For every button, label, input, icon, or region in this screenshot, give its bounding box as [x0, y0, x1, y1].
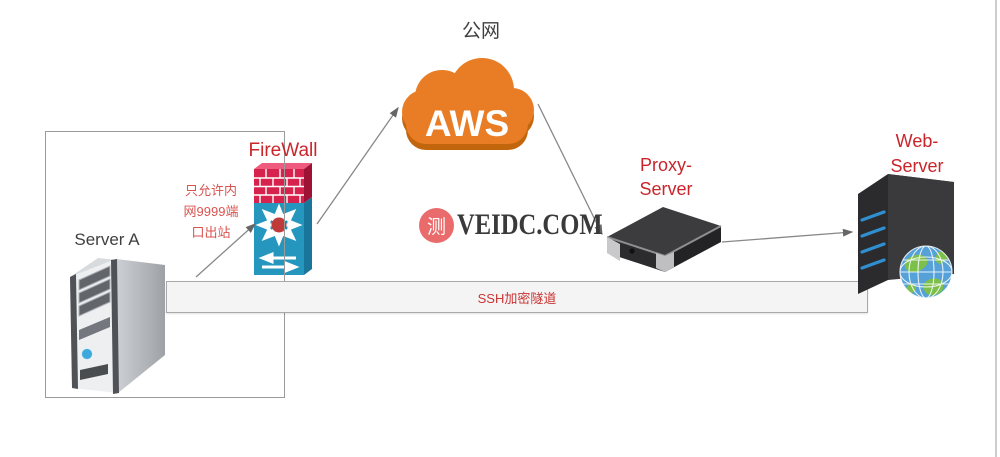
- arrow-proxy-to-webserver: [721, 228, 854, 243]
- ssh-tunnel-label: SSH加密隧道: [477, 290, 557, 306]
- web-label-line: Web-: [895, 131, 939, 151]
- proxy-label-line: Proxy-: [639, 155, 692, 175]
- server-a-tower-icon: [70, 258, 165, 394]
- watermark-badge: 测: [419, 208, 454, 243]
- globe-icon: [899, 245, 953, 299]
- arrow-servera-to-firewall: [195, 223, 256, 278]
- firewall-label: FireWall: [248, 140, 318, 161]
- watermark-text: VEIDC.COM: [457, 208, 603, 241]
- page-edge-line: [995, 0, 997, 457]
- aws-cloud-label: AWS: [425, 103, 509, 144]
- proxy-appliance-icon: [606, 207, 722, 272]
- web-server-icon: [858, 174, 954, 299]
- arrow-firewall-to-aws: [316, 106, 399, 225]
- web-server-label: Web- Server: [867, 129, 967, 179]
- public-network-label: 公网: [461, 21, 500, 42]
- aws-cloud-icon: AWS: [402, 58, 534, 150]
- ssh-tunnel-bar: SSH加密隧道: [166, 281, 868, 313]
- proxy-label-line: Server: [639, 179, 693, 199]
- note-line: 口出站: [191, 225, 231, 240]
- firewall-icon: [254, 163, 312, 275]
- note-line: 只允许内: [184, 183, 237, 198]
- firewall-rule-note: 只允许内 网9999端 口出站: [171, 180, 251, 243]
- web-label-line: Server: [890, 156, 944, 176]
- internal-network-boundary-box: [45, 131, 285, 398]
- server-a-label: Server A: [74, 230, 140, 249]
- arrow-aws-to-proxy: [537, 103, 603, 236]
- proxy-server-label: Proxy- Server: [616, 153, 716, 201]
- note-line: 网9999端: [183, 204, 239, 219]
